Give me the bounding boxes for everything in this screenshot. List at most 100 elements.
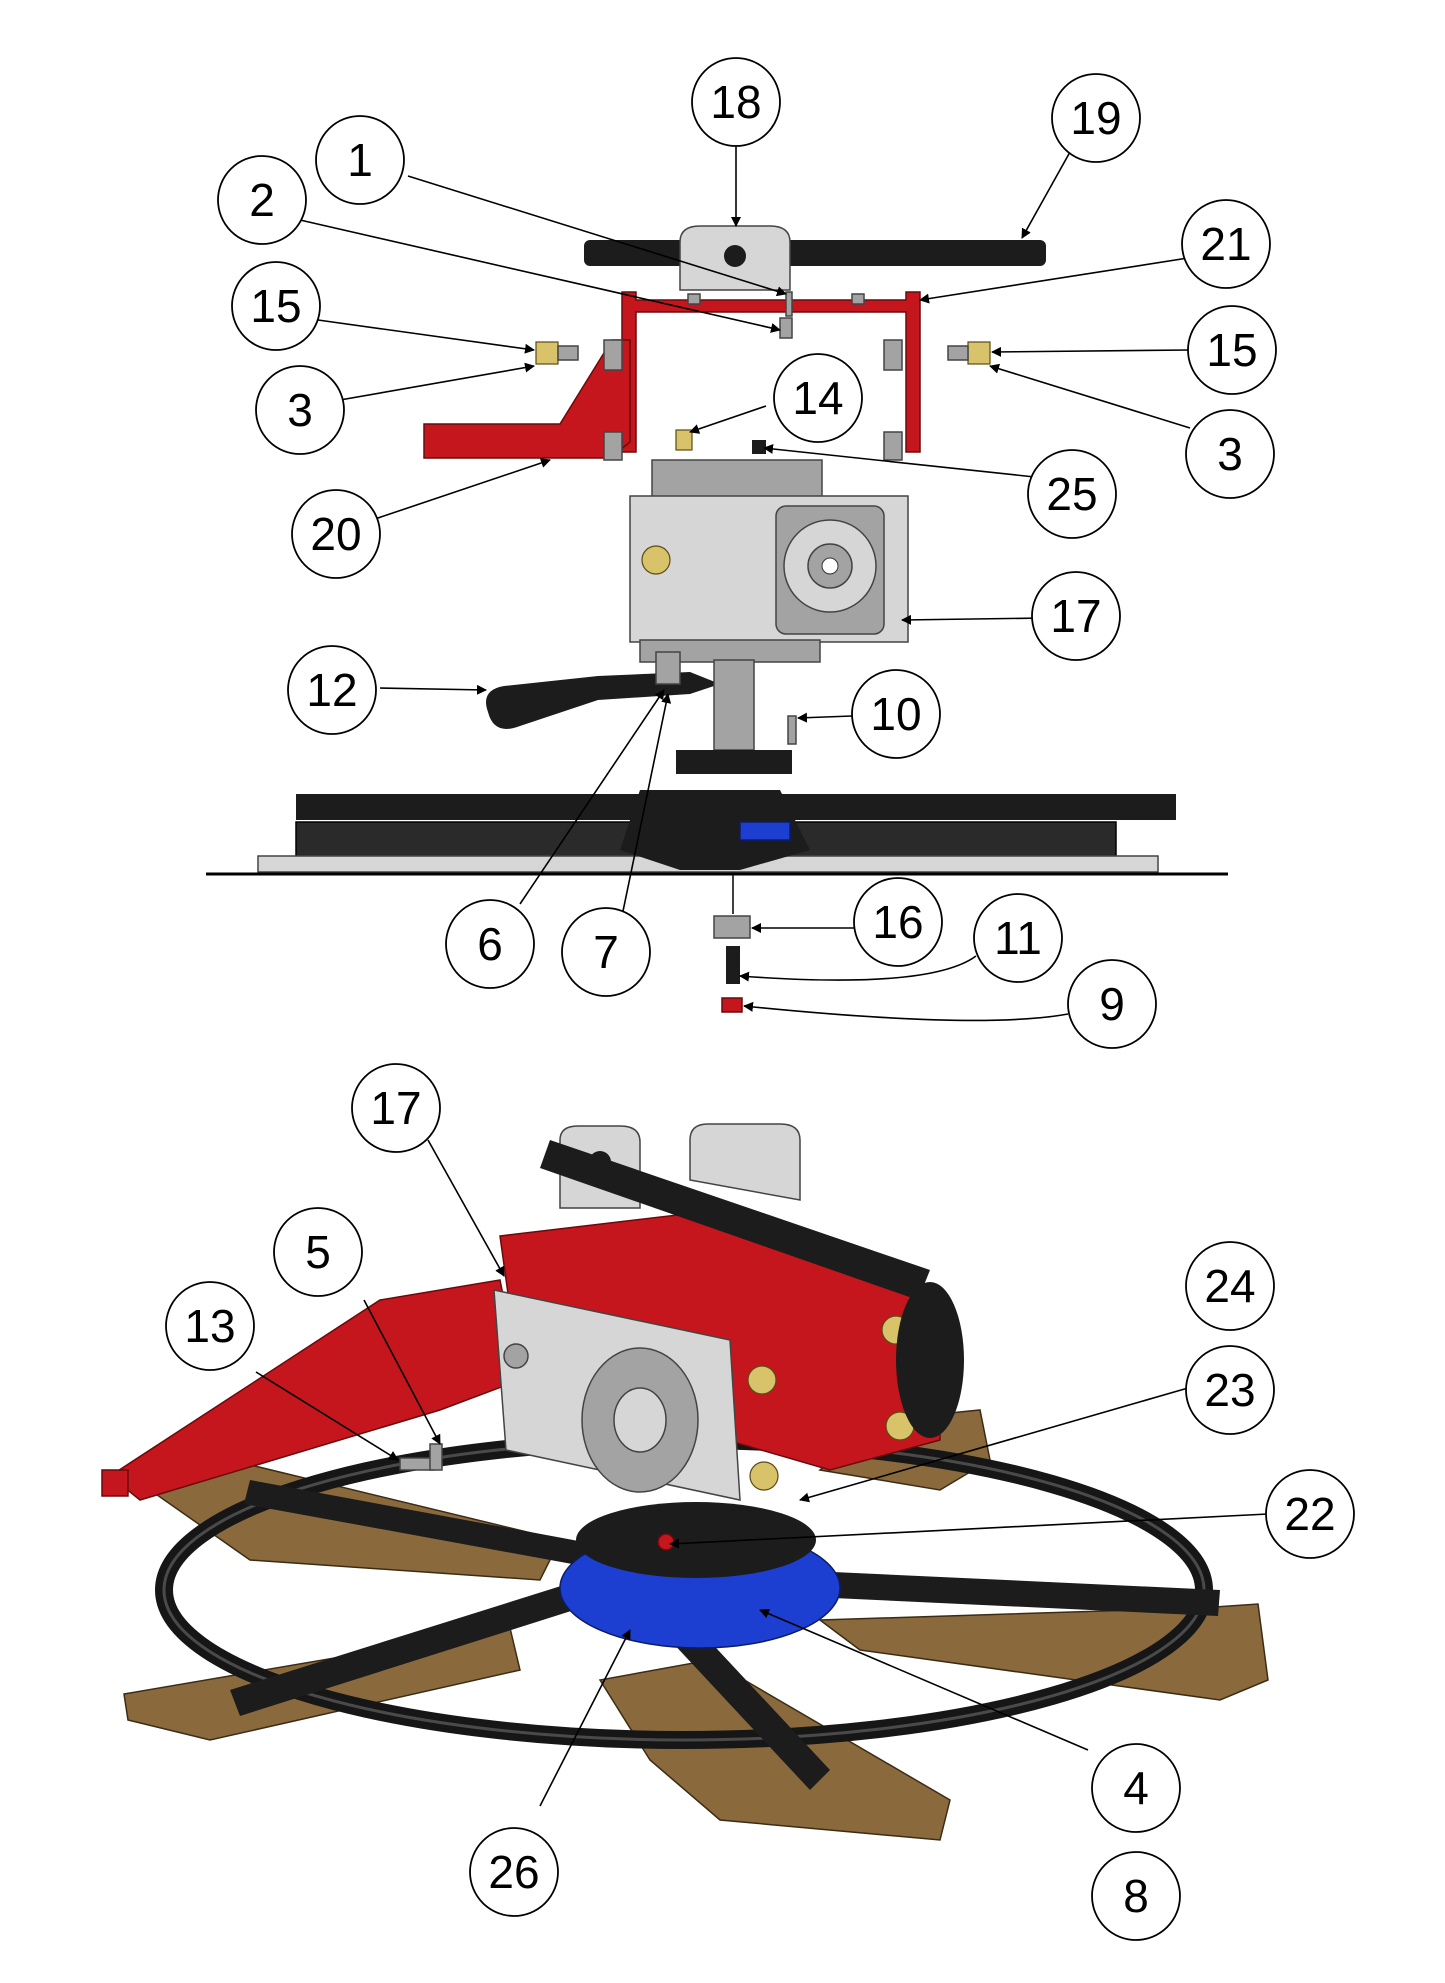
- svg-text:5: 5: [305, 1226, 331, 1278]
- leader-9: [743, 1001, 1069, 1022]
- callout-11: 11: [973, 893, 1063, 983]
- arm-bolt-head: [603, 339, 623, 371]
- callout-9: 9: [1067, 959, 1157, 1049]
- spider-top: [676, 750, 792, 774]
- svg-text:25: 25: [1046, 468, 1097, 520]
- gearbox-top-plate: [651, 459, 823, 499]
- callout-2: 2: [217, 155, 307, 245]
- callout-13: 13: [165, 1281, 255, 1371]
- svg-text:12: 12: [306, 664, 357, 716]
- callout-4: 4: [1091, 1743, 1181, 1833]
- callout-15-right: 15: [1187, 305, 1277, 395]
- svg-text:26: 26: [488, 1846, 539, 1898]
- callout-8: 8: [1091, 1851, 1181, 1941]
- callout-6: 6: [445, 899, 535, 989]
- spider-body: [620, 790, 810, 870]
- handle-clamp-iso: [689, 1123, 801, 1201]
- callout-12: 12: [287, 645, 377, 735]
- gearbox-plug-iso: [503, 1343, 529, 1369]
- leader-lines: [255, 140, 1269, 1807]
- housing-bolt: [747, 1365, 777, 1395]
- bracket-bolt-head: [883, 339, 903, 371]
- leader-3-right: [989, 363, 1191, 429]
- svg-text:21: 21: [1200, 218, 1251, 270]
- svg-text:2: 2: [249, 174, 275, 226]
- svg-text:16: 16: [872, 896, 923, 948]
- spider-fitting: [657, 1533, 675, 1551]
- svg-text:1: 1: [347, 134, 373, 186]
- svg-text:3: 3: [1217, 428, 1243, 480]
- bracket-bolt-head: [883, 431, 903, 461]
- washer-3-right: [947, 345, 969, 361]
- blade-arm: [230, 1580, 590, 1716]
- callout-25: 25: [1027, 449, 1117, 539]
- callout-17-top: 17: [1031, 571, 1121, 661]
- leader-10: [797, 712, 853, 723]
- svg-text:4: 4: [1123, 1762, 1149, 1814]
- blade-arm: [670, 1620, 830, 1790]
- bolt-2: [779, 317, 793, 339]
- leader-6: [519, 689, 665, 905]
- leader-11: [739, 955, 977, 982]
- callout-18: 18: [691, 57, 781, 147]
- callouts: 18 19 1 2 21 15 15 3 3 14 25 20 17 12 10…: [165, 57, 1355, 1941]
- svg-text:8: 8: [1123, 1870, 1149, 1922]
- svg-text:10: 10: [870, 688, 921, 740]
- leader-13: [255, 1371, 399, 1461]
- callout-3-left: 3: [255, 365, 345, 455]
- grease-fitting-14: [675, 429, 693, 451]
- pin-13: [399, 1457, 435, 1471]
- bottom-isometric-view: [101, 1123, 1269, 1841]
- leader-22: [669, 1513, 1269, 1549]
- svg-text:19: 19: [1070, 92, 1121, 144]
- svg-text:17: 17: [1050, 590, 1101, 642]
- svg-text:9: 9: [1099, 978, 1125, 1030]
- leader-15-right: [991, 346, 1191, 357]
- svg-text:3: 3: [287, 384, 313, 436]
- callout-16: 16: [853, 877, 943, 967]
- leader-15-left: [317, 319, 535, 354]
- vertical-shaft: [713, 659, 755, 751]
- pin-10: [787, 715, 797, 745]
- bracket-nut: [687, 293, 701, 305]
- arm-bolt-head: [603, 431, 623, 461]
- bolt-15-left: [535, 341, 559, 365]
- bolt-1: [785, 291, 793, 317]
- thrust-collar: [576, 1502, 816, 1578]
- bolt-11: [726, 946, 740, 984]
- cap-9: [721, 997, 743, 1013]
- leader-20: [371, 458, 551, 521]
- svg-text:6: 6: [477, 918, 503, 970]
- bracket-nut: [851, 293, 865, 305]
- leader-21: [919, 257, 1189, 304]
- svg-text:17: 17: [370, 1082, 421, 1134]
- svg-text:20: 20: [310, 508, 361, 560]
- red-arm: [423, 339, 631, 459]
- pitch-lever: [486, 672, 720, 729]
- top-exploded-view: [206, 225, 1228, 1013]
- svg-text:7: 7: [593, 926, 619, 978]
- handle-bar-iso: [540, 1140, 930, 1300]
- callout-26: 26: [469, 1827, 559, 1917]
- housing-bolt: [749, 1461, 779, 1491]
- leader-1: [407, 175, 787, 297]
- leader-7: [621, 693, 672, 917]
- leader-3-left: [339, 362, 535, 401]
- pin-5: [429, 1443, 443, 1471]
- lever-bracket: [655, 651, 681, 685]
- bushing-16: [713, 915, 751, 939]
- fitting-25: [752, 440, 766, 454]
- leader-17-bottom: [427, 1139, 505, 1277]
- callout-3-right: 3: [1185, 409, 1275, 499]
- gearbox-plug: [641, 545, 671, 575]
- svg-text:22: 22: [1284, 1488, 1335, 1540]
- leader-17-top: [901, 614, 1045, 625]
- bolt-15-right: [967, 341, 991, 365]
- gearbox-shaft-iso: [613, 1387, 667, 1453]
- svg-text:15: 15: [1206, 324, 1257, 376]
- callout-1: 1: [315, 115, 405, 205]
- callout-15-left: 15: [231, 261, 321, 351]
- red-arm-end: [101, 1469, 129, 1497]
- callout-14: 14: [773, 353, 863, 443]
